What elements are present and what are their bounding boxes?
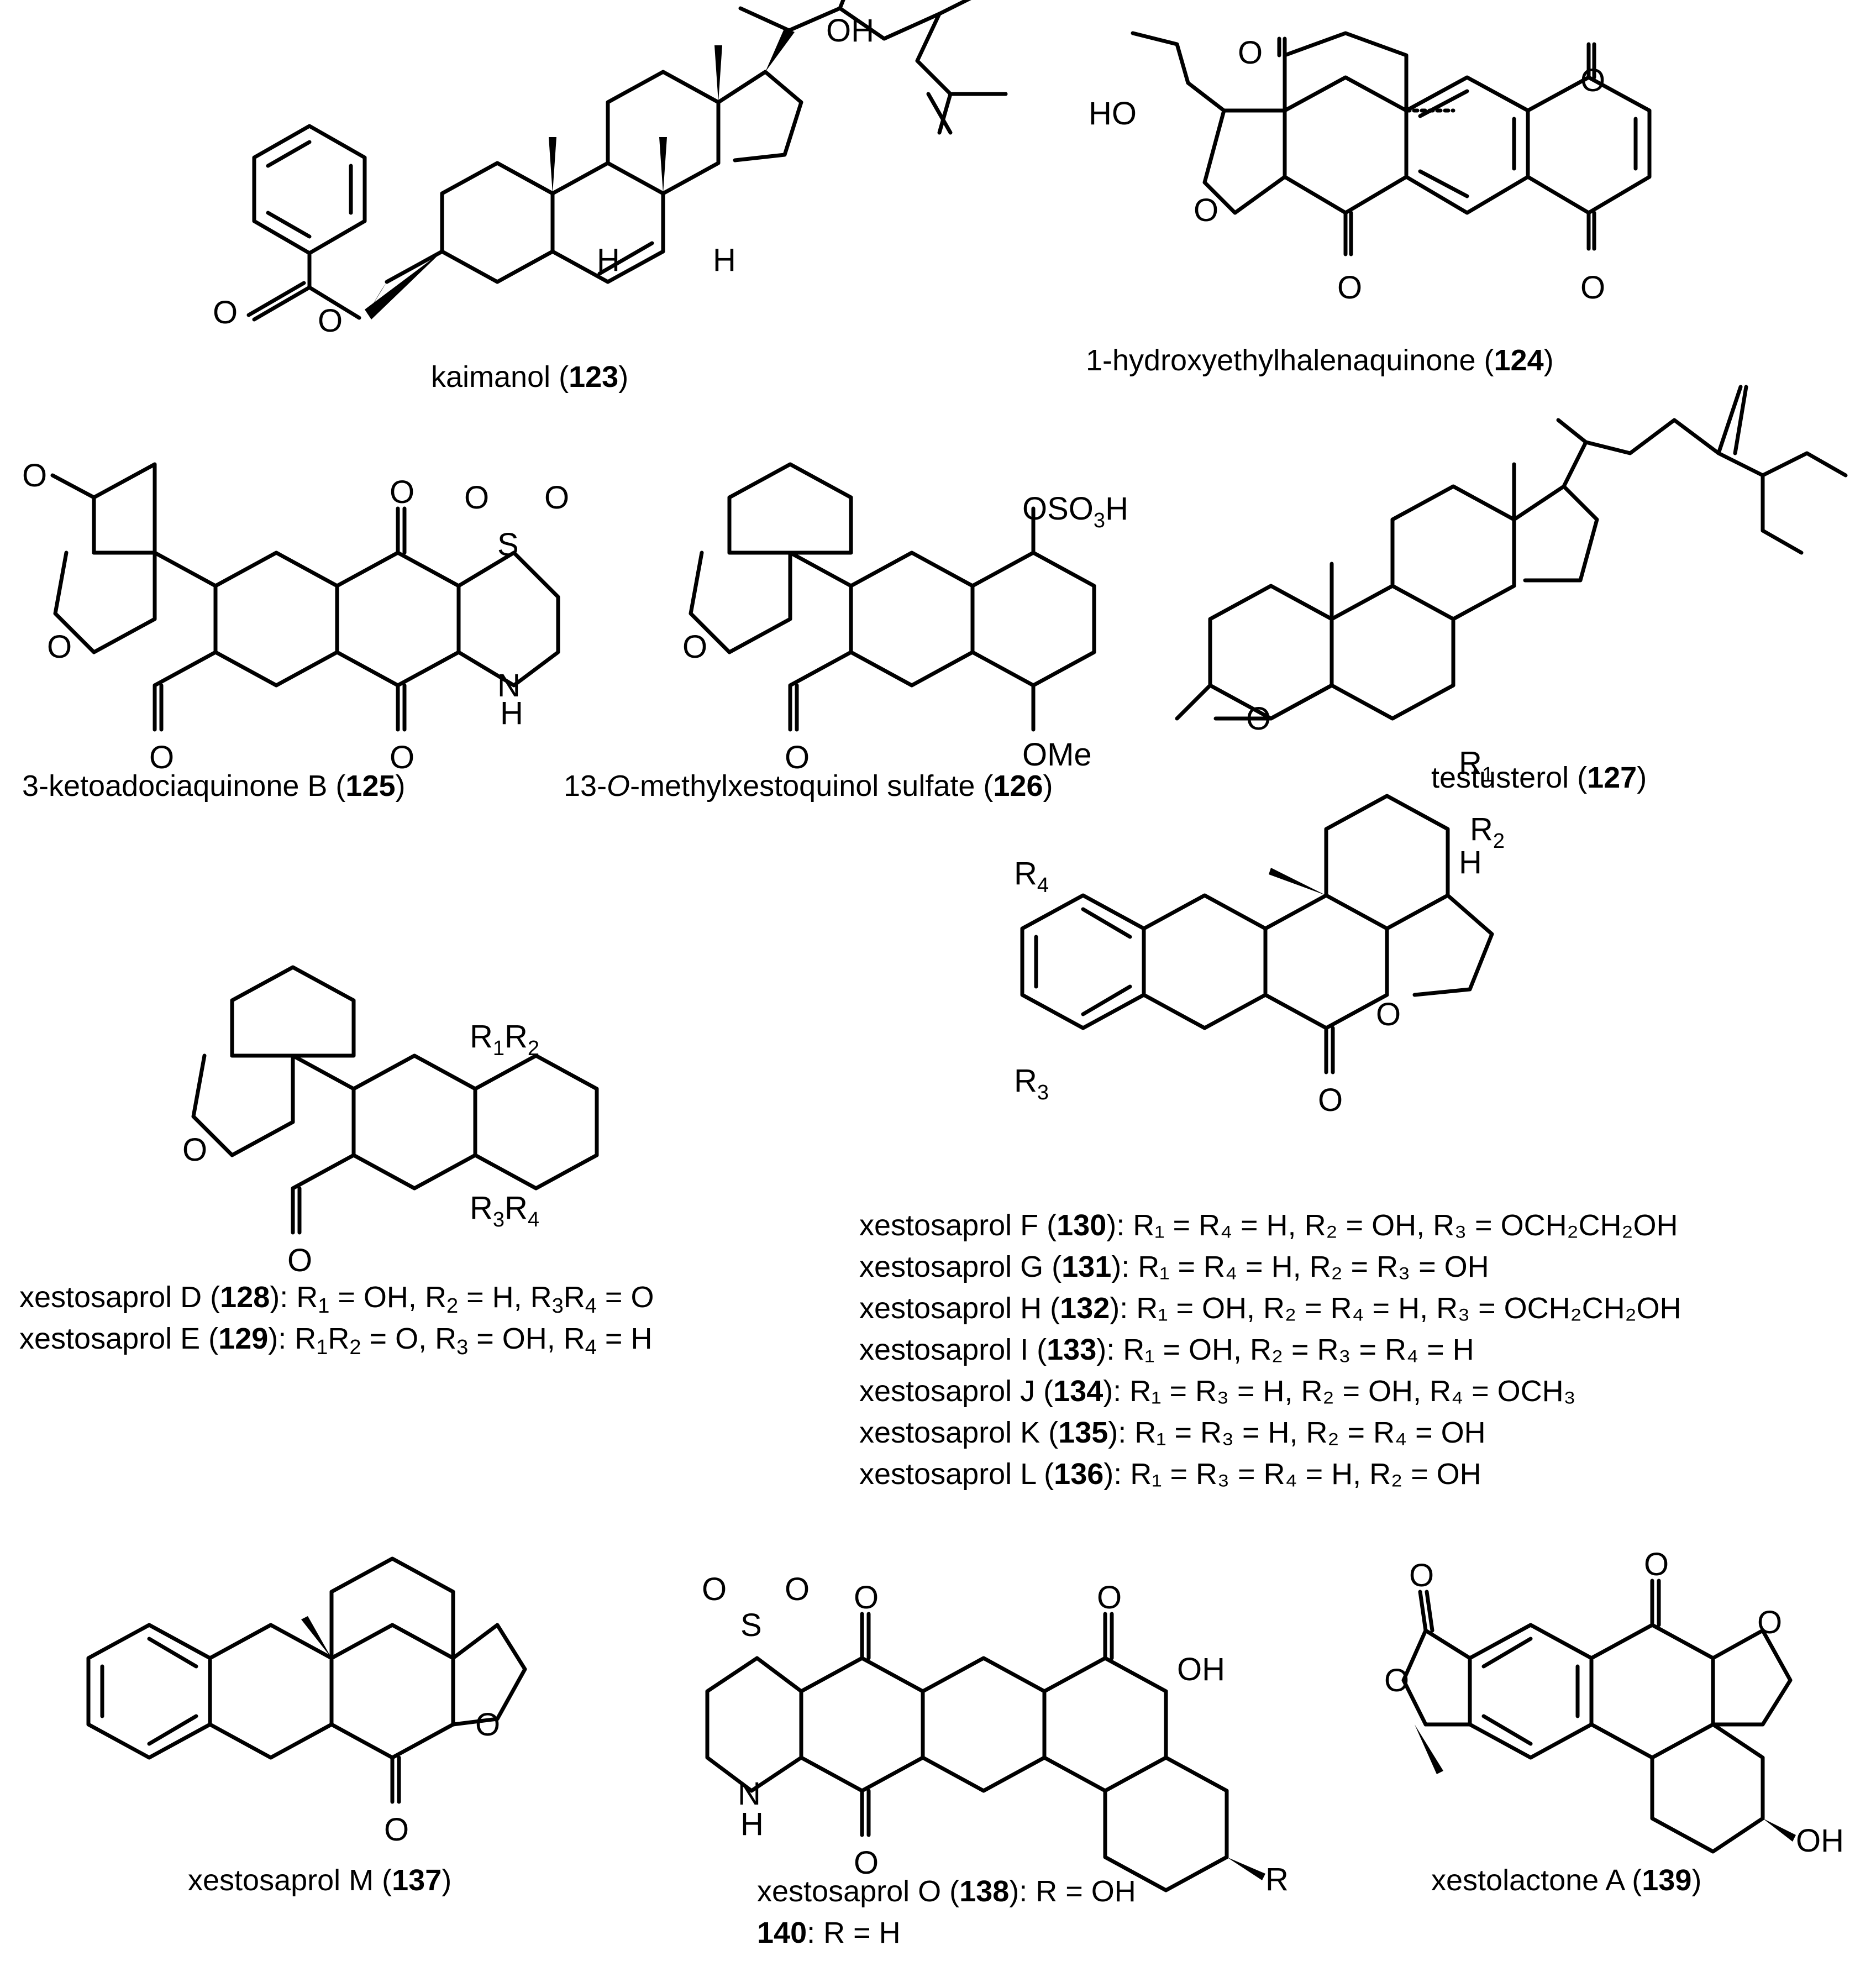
caption-135: xestosaprol K (135): R₁ = R₃ = H, R₂ = R… (859, 1416, 1486, 1449)
ketone-oxygen-label: O (1246, 701, 1271, 737)
xestosaprol-o-structure (705, 1612, 1265, 1892)
furan-oxygen-label: O (1376, 997, 1401, 1032)
lactone-carbonyl-label: O (1409, 1558, 1434, 1593)
r-group-label: R3R4 (470, 1190, 539, 1231)
furan-oxygen-label: O (475, 1707, 500, 1743)
quinone-oxygen-label: O (390, 740, 414, 775)
caption-137: xestosaprol M (137) (188, 1864, 451, 1897)
caption-134: xestosaprol J (134): R₁ = R₃ = H, R₂ = O… (859, 1375, 1576, 1408)
methoxy-label: OMe (1022, 737, 1092, 773)
caption-130: xestosaprol F (130): R₁ = R₄ = H, R₂ = O… (859, 1209, 1678, 1242)
ketone-oxygen-label: O (22, 458, 47, 494)
quinone-oxygen-label: O (149, 740, 174, 775)
r-group-label: R4 (1014, 856, 1049, 897)
hydroxyl-label: OH (1796, 1823, 1844, 1859)
quinone-oxygen-label: O (854, 1845, 879, 1881)
ketoadociaquinone-structure (50, 462, 560, 732)
caption-123: kaimanol (123) (431, 360, 628, 394)
furan-oxygen-label: O (1194, 192, 1218, 228)
furan-oxygen-label: O (682, 629, 707, 665)
amine-hydrogen-label: H (740, 1806, 764, 1842)
sulfone-sulfur-label: S (740, 1607, 762, 1643)
caption-138: xestosaprol O (138): R = OH (757, 1875, 1136, 1908)
sulfone-oxygen-label: O (702, 1571, 727, 1607)
quinone-oxygen-label: O (1580, 270, 1605, 306)
ketone-oxygen-label: O (1644, 1546, 1669, 1582)
amine-nitrogen-label: N (738, 1776, 761, 1812)
caption-140: 140: R = H (757, 1916, 901, 1949)
hydrogen-label: H (713, 242, 736, 278)
lactone-oxygen-label: O (1384, 1663, 1409, 1698)
xestolactone-a-structure (1401, 1579, 1796, 1854)
r-group-label: R1R2 (470, 1019, 539, 1060)
sulfone-oxygen-label: O (785, 1571, 810, 1607)
r-group-label: R2 (1470, 811, 1505, 853)
kaimanol-structure (246, 0, 1008, 322)
hydroxyethylhalenaquinone-structure (1131, 31, 1652, 256)
amine-nitrogen-label: N (497, 668, 521, 704)
testusterol-structure (1175, 385, 1848, 721)
caption-131: xestosaprol G (131): R₁ = R₄ = H, R₂ = R… (859, 1250, 1489, 1283)
sulfone-sulfur-label: S (497, 527, 519, 563)
quinone-oxygen-label: O (1337, 270, 1362, 306)
caption-129: xestosaprol E (129): R1R2 = O, R3 = OH, … (19, 1322, 652, 1359)
r-group-label: R3 (1014, 1063, 1049, 1104)
quinone-oxygen-label: O (854, 1580, 879, 1616)
ketone-oxygen-label: O (1097, 1580, 1122, 1616)
hydroxyl-label: HO (1089, 96, 1137, 132)
ketone-oxygen-label: O (384, 1812, 409, 1848)
hydrogen-label: H (1459, 845, 1482, 880)
caption-125: 3-ketoadociaquinone B (125) (22, 769, 406, 803)
furan-oxygen-label: O (182, 1132, 207, 1168)
quinone-oxygen-label: O (1580, 62, 1605, 98)
caption-136: xestosaprol L (136): R₁ = R₃ = R₄ = H, R… (859, 1457, 1481, 1491)
ketone-oxygen-label: O (1318, 1082, 1343, 1118)
quinone-oxygen-label: O (390, 474, 414, 510)
hydroxyl-label: OH (826, 13, 874, 49)
furan-oxygen-label: O (1757, 1605, 1782, 1640)
sulfone-oxygen-label: O (544, 480, 569, 516)
hydroxyl-label: OH (1177, 1651, 1225, 1687)
furan-oxygen-label: O (47, 629, 72, 665)
sulfone-oxygen-label: O (464, 480, 489, 516)
xestosaprol-m-structure (86, 1556, 527, 1804)
xestosaprol-f-l-structure (1020, 794, 1494, 1074)
caption-124: 1-hydroxyethylhalenaquinone (124) (1086, 344, 1554, 377)
methylxestoquinol-sulfate-structure (689, 462, 1096, 732)
caption-127: testusterol (127) (1431, 761, 1647, 794)
r-group-label: R1 (1459, 745, 1494, 787)
caption-126: 13-O-methylxestoquinol sulfate (126) (564, 769, 1053, 803)
ketone-oxygen-label: O (1238, 35, 1263, 71)
caption-139: xestolactone A (139) (1431, 1864, 1701, 1897)
sulfate-label: OSO3H (1022, 491, 1128, 532)
carbonyl-oxygen-label: O (213, 295, 238, 331)
xestosaprol-d-e-structure (191, 965, 599, 1235)
caption-128: xestosaprol D (128): R1 = OH, R2 = H, R3… (19, 1281, 654, 1318)
ketone-oxygen-label: O (785, 740, 810, 775)
ester-oxygen-label: O (318, 303, 343, 339)
amine-hydrogen-label: H (500, 695, 523, 731)
hydrogen-label: H (597, 242, 620, 278)
caption-133: xestosaprol I (133): R₁ = OH, R₂ = R₃ = … (859, 1333, 1474, 1366)
ketone-oxygen-label: O (287, 1242, 312, 1278)
r-group-label: R (1265, 1862, 1289, 1897)
caption-132: xestosaprol H (132): R₁ = OH, R₂ = R₄ = … (859, 1292, 1681, 1325)
